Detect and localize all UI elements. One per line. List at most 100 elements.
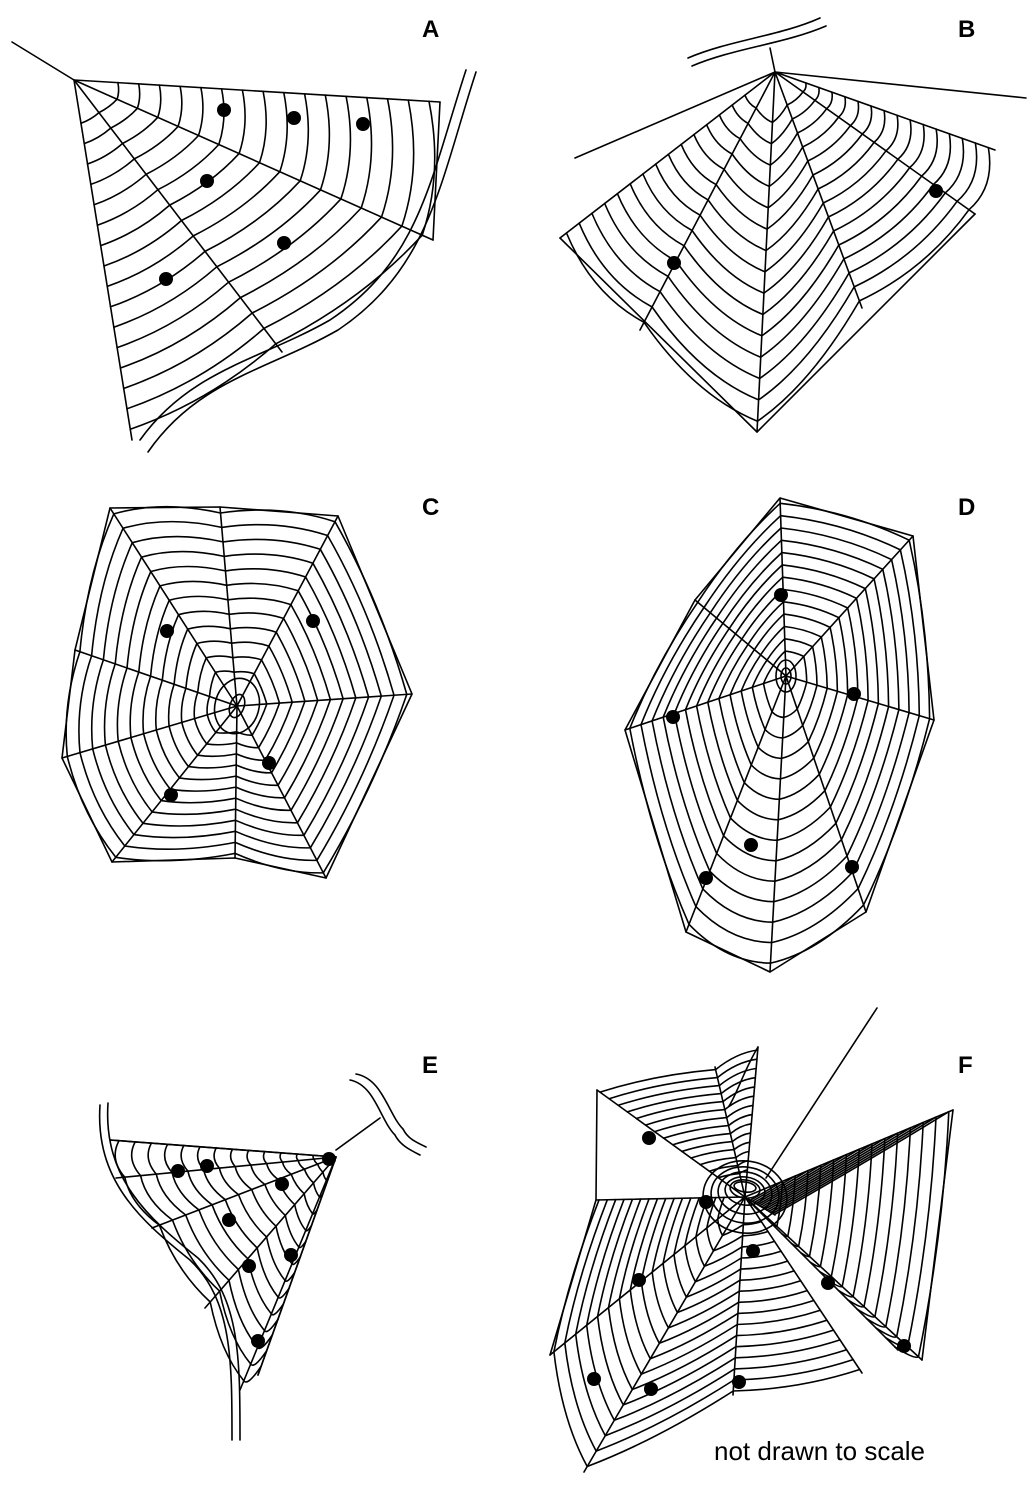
web-dot-f: [642, 1131, 656, 1145]
web-dot-f: [587, 1372, 601, 1386]
web-spoke: [780, 498, 786, 676]
web-dot-e: [200, 1159, 214, 1173]
branch-a: [148, 72, 476, 452]
web-spiral-thread: [618, 1069, 756, 1106]
web-dot-e: [242, 1259, 256, 1273]
anchor-thread-e: [336, 1118, 380, 1150]
web-dot-b: [929, 184, 943, 198]
web-spiral-thread: [97, 89, 224, 225]
web-frame-thread: [62, 507, 412, 878]
web-spoke: [550, 1197, 745, 1355]
web-spiral-thread: [664, 1115, 752, 1139]
web-spiral-thread: [66, 507, 407, 873]
panel-label-d: D: [958, 494, 975, 522]
panel-label-a: A: [422, 16, 439, 44]
branch-b: [688, 18, 820, 58]
web-dot-d: [847, 687, 861, 701]
web-f: [550, 1008, 953, 1472]
web-dot-f: [632, 1273, 646, 1287]
web-dot-c: [306, 614, 320, 628]
web-spiral-thread: [84, 84, 139, 144]
web-dot-d: [845, 860, 859, 874]
web-spoke: [237, 694, 412, 706]
web-dot-a: [356, 117, 370, 131]
web-dot-d: [666, 710, 680, 724]
web-spiral-thread: [686, 565, 879, 861]
web-dot-b: [667, 256, 681, 270]
web-spoke: [74, 80, 440, 102]
web-spiral-thread: [708, 590, 858, 820]
web-spiral-thread: [576, 1200, 847, 1436]
panel-label-f: F: [958, 1052, 973, 1080]
web-spiral-thread: [111, 94, 309, 307]
web-d: [625, 498, 934, 972]
web-spoke: [74, 80, 433, 240]
web-c: [62, 507, 412, 878]
web-spoke: [240, 1157, 336, 1390]
web-dot-e: [171, 1164, 185, 1178]
web-spoke: [235, 706, 237, 858]
anchor-thread-b: [770, 48, 775, 72]
web-b: [560, 18, 1026, 432]
web-spoke: [110, 508, 237, 706]
frame-thread-b: [560, 214, 975, 432]
scale-note: not drawn to scale: [714, 1436, 925, 1467]
web-spiral-thread: [567, 148, 990, 422]
web-dot-f: [732, 1375, 746, 1389]
web-spoke: [62, 706, 237, 758]
branch-b: [692, 26, 826, 66]
web-dot-d: [699, 871, 713, 885]
web-spiral-thread: [681, 106, 871, 229]
web-spiral-thread: [88, 85, 161, 164]
web-dot-f: [897, 1339, 911, 1353]
branch-a: [140, 70, 466, 440]
web-e: [100, 1074, 426, 1440]
web-spoke: [686, 676, 786, 932]
web-dot-a: [200, 174, 214, 188]
web-dot-a: [159, 272, 173, 286]
anchor-thread-a: [12, 42, 74, 80]
panel-label-b: B: [958, 16, 975, 44]
web-dot-a: [287, 111, 301, 125]
web-spiral-thread: [120, 98, 371, 368]
web-dot-d: [744, 838, 758, 852]
web-spoke: [110, 1140, 336, 1157]
web-dot-a: [277, 236, 291, 250]
web-spoke: [74, 80, 282, 352]
web-spoke: [770, 676, 786, 972]
web-spiral-thread: [694, 101, 859, 207]
web-dot-e: [222, 1213, 236, 1227]
branch-e: [100, 1105, 232, 1440]
web-spiral-thread: [117, 96, 350, 347]
web-dot-f: [644, 1382, 658, 1396]
web-dot-e: [275, 1177, 289, 1191]
web-spiral-thread: [627, 1078, 755, 1112]
web-dot-e: [251, 1334, 265, 1348]
web-spiral-thread: [697, 577, 869, 840]
panel-label-e: E: [422, 1052, 438, 1080]
branch-e: [356, 1074, 426, 1147]
web-dot-c: [164, 788, 178, 802]
web-spiral-thread: [81, 83, 119, 124]
web-dot-a: [217, 103, 231, 117]
web-spiral-thread: [592, 138, 964, 378]
web-spoke: [220, 507, 237, 706]
branch-e: [350, 1080, 420, 1155]
web-dot-c: [160, 624, 174, 638]
web-dot-f: [821, 1276, 835, 1290]
panel-label-c: C: [422, 494, 439, 522]
web-dot-c: [262, 756, 276, 770]
web-spoke: [258, 1157, 336, 1375]
web-spiral-thread: [719, 602, 848, 800]
web-dot-f: [699, 1195, 713, 1209]
web-dot-f: [746, 1244, 760, 1258]
frame-thread-f: [550, 1090, 597, 1355]
web-a: [12, 42, 476, 452]
web-spiral-thread: [719, 92, 832, 165]
web-dot-d: [774, 588, 788, 602]
web-dot-e: [322, 1152, 336, 1166]
web-spiral-thread: [691, 1142, 750, 1158]
web-dot-e: [284, 1248, 298, 1262]
